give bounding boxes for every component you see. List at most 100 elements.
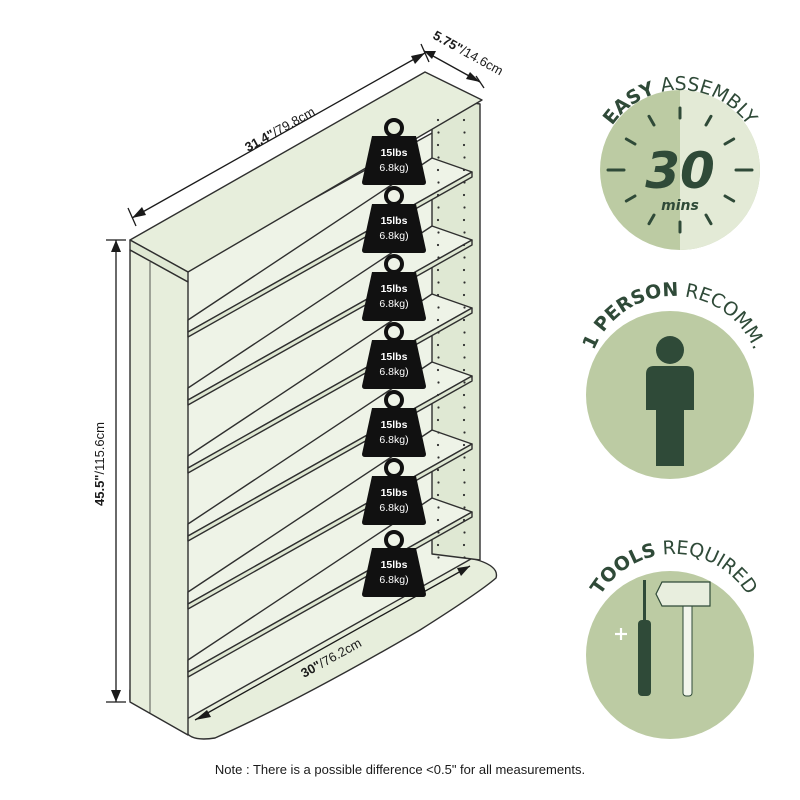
weight-lbs: 15lbs (381, 419, 408, 431)
peg-hole (463, 431, 466, 434)
peg-hole (462, 343, 466, 347)
weight-kg: 6.8kg) (379, 366, 408, 378)
peg-hole (437, 206, 440, 209)
peg-hole (463, 181, 466, 184)
hammer-icon (655, 581, 711, 697)
peg-hole (463, 456, 466, 459)
weight-lbs: 15lbs (381, 283, 408, 295)
peg-hole (437, 381, 440, 384)
peg-hole (463, 481, 466, 484)
assembly-minutes-unit: mins (661, 198, 699, 214)
height-inches: 45.5" (92, 475, 107, 506)
badge-tools-required: TOOLS REQUIRED (586, 537, 762, 739)
peg-hole (436, 193, 440, 197)
peg-hole (462, 543, 466, 547)
peg-hole (436, 418, 440, 422)
peg-hole (437, 431, 440, 434)
peg-hole (437, 231, 440, 234)
measurement-note: Note : There is a possible difference <0… (214, 762, 586, 777)
person-icon (646, 336, 694, 466)
peg-hole (463, 306, 466, 309)
weight-kg: 6.8kg) (379, 162, 408, 174)
tools-badge-circle (586, 571, 754, 739)
weight-kg: 6.8kg) (379, 230, 408, 242)
weight-lbs: 15lbs (381, 487, 408, 499)
weight-lbs: 15lbs (381, 351, 408, 363)
depth-cm: /14.6cm (458, 43, 506, 79)
peg-hole (436, 293, 440, 297)
peg-hole (437, 356, 440, 359)
peg-hole (437, 556, 440, 559)
clock-tick (624, 194, 637, 203)
badge-one-person: 1 PERSON RECOMM. (578, 279, 770, 479)
peg-hole (462, 193, 466, 197)
peg-hole (436, 443, 440, 447)
peg-hole (462, 318, 466, 322)
assembly-badge-half (680, 90, 760, 250)
depth-dimension-label: 5.75"/14.6cm (431, 28, 506, 79)
peg-hole (436, 118, 440, 122)
assembly-minutes-number: 30 (645, 142, 715, 200)
height-dimension-label: 45.5"/115.6cm (92, 422, 107, 506)
peg-hole (436, 543, 440, 547)
peg-hole (437, 131, 440, 134)
peg-hole (463, 506, 466, 509)
weight-icon: 15lbs 6.8kg) (362, 390, 426, 457)
peg-hole (437, 456, 440, 459)
clock-tick (624, 137, 637, 146)
peg-hole (436, 243, 440, 247)
clock-tick (704, 114, 713, 127)
peg-hole (463, 156, 466, 159)
peg-hole (462, 268, 466, 272)
weight-kg: 6.8kg) (379, 574, 408, 586)
badge-easy-assembly: 30 mins EASY ASSEMBLY (599, 73, 762, 250)
peg-hole (463, 331, 466, 334)
peg-hole (463, 531, 466, 534)
width-cm: /79.8cm (270, 104, 318, 140)
weight-kg: 6.8kg) (379, 502, 408, 514)
weight-icon: 15lbs 6.8kg) (362, 458, 426, 525)
peg-hole (463, 256, 466, 259)
clock-tick (647, 114, 656, 127)
peg-hole (437, 256, 440, 259)
clock-tick (723, 137, 736, 146)
peg-hole (436, 343, 440, 347)
peg-hole (436, 468, 440, 472)
peg-hole (463, 556, 466, 559)
peg-holes (436, 118, 466, 559)
height-cm: /115.6cm (92, 422, 107, 475)
peg-hole (437, 506, 440, 509)
peg-hole (463, 406, 466, 409)
peg-hole (436, 143, 440, 147)
peg-hole (462, 168, 466, 172)
clock-ticks-icon (606, 106, 754, 234)
peg-hole (437, 306, 440, 309)
clock-tick (647, 213, 656, 226)
weight-kg: 6.8kg) (379, 434, 408, 446)
bookcase-left-side (129, 249, 189, 736)
peg-hole (463, 381, 466, 384)
peg-hole (436, 168, 440, 172)
peg-hole (437, 406, 440, 409)
peg-hole (437, 531, 440, 534)
peg-hole (462, 468, 466, 472)
dimension-arrowheads (111, 51, 480, 720)
peg-hole (462, 518, 466, 522)
peg-hole (463, 231, 466, 234)
peg-hole (462, 218, 466, 222)
weight-icon: 15lbs 6.8kg) (362, 322, 426, 389)
weight-capacity-group: 15lbs 6.8kg) 15lbs 6.8kg) 15lbs 6.8kg) 15lbs 6.… (362, 118, 426, 597)
peg-hole (436, 518, 440, 522)
peg-hole (436, 218, 440, 222)
peg-hole (462, 368, 466, 372)
peg-hole (437, 331, 440, 334)
weight-icon: 15lbs 6.8kg) (362, 186, 426, 253)
weight-lbs: 15lbs (381, 215, 408, 227)
peg-hole (463, 281, 466, 284)
peg-hole (462, 243, 466, 247)
peg-hole (462, 443, 466, 447)
